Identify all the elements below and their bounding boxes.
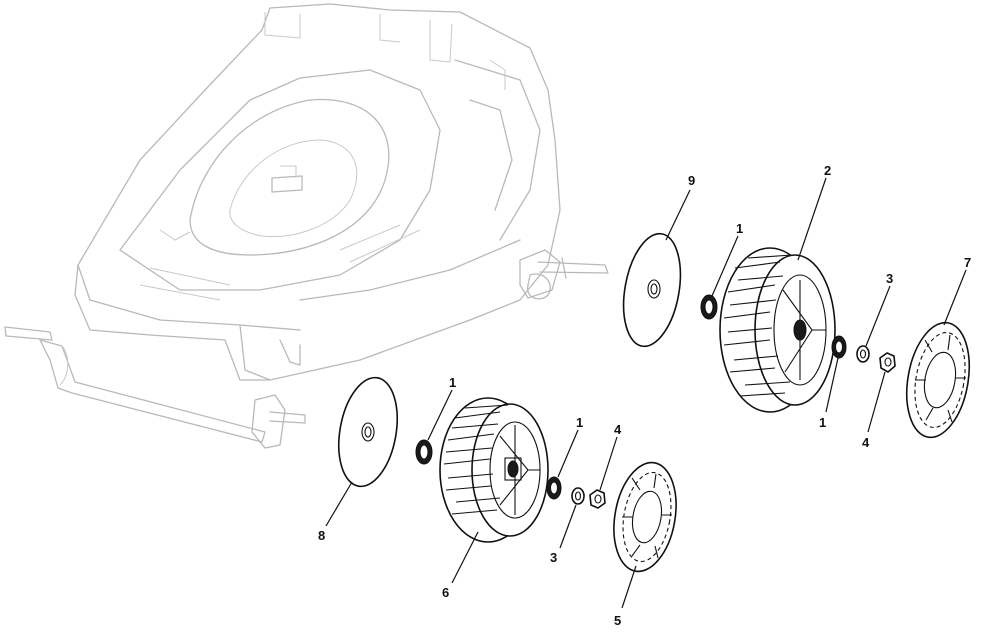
bearing-left-inner xyxy=(415,439,433,465)
leader-lines xyxy=(325,177,967,609)
callout-4-right: 4 xyxy=(862,435,870,450)
washer-right xyxy=(856,345,870,363)
wheel-left xyxy=(439,397,549,543)
callout-7: 7 xyxy=(964,255,971,270)
hub-cap-disc-left xyxy=(338,376,398,488)
callout-1-left-outer: 1 xyxy=(576,415,583,430)
callout-6: 6 xyxy=(442,585,449,600)
mower-deck-housing xyxy=(74,3,561,381)
wheel-right xyxy=(719,247,836,413)
bearing-left-outer xyxy=(546,476,562,500)
hub-cap-disc-right xyxy=(622,232,682,348)
callout-9: 9 xyxy=(688,173,695,188)
front-axle xyxy=(4,326,306,449)
nut-right xyxy=(879,352,896,373)
bearing-right-inner xyxy=(700,294,718,320)
callouts: 9 1 2 3 7 1 4 1 1 4 8 3 6 5 xyxy=(318,163,971,628)
bearing-right-outer xyxy=(831,335,847,359)
callout-5: 5 xyxy=(614,613,621,628)
callout-3-left: 3 xyxy=(550,550,557,565)
hub-cap-outer-left xyxy=(613,461,677,573)
callout-2: 2 xyxy=(824,163,831,178)
callout-3-right: 3 xyxy=(886,271,893,286)
callout-4-left: 4 xyxy=(614,422,622,437)
callout-1-right-outer: 1 xyxy=(819,415,826,430)
nut-left xyxy=(589,489,606,509)
callout-1-left-inner: 1 xyxy=(449,375,456,390)
callout-8: 8 xyxy=(318,528,325,543)
washer-left xyxy=(571,487,585,505)
hub-cap-outer-right xyxy=(905,321,971,439)
rear-axle xyxy=(527,257,609,300)
callout-1-right-inner: 1 xyxy=(736,221,743,236)
